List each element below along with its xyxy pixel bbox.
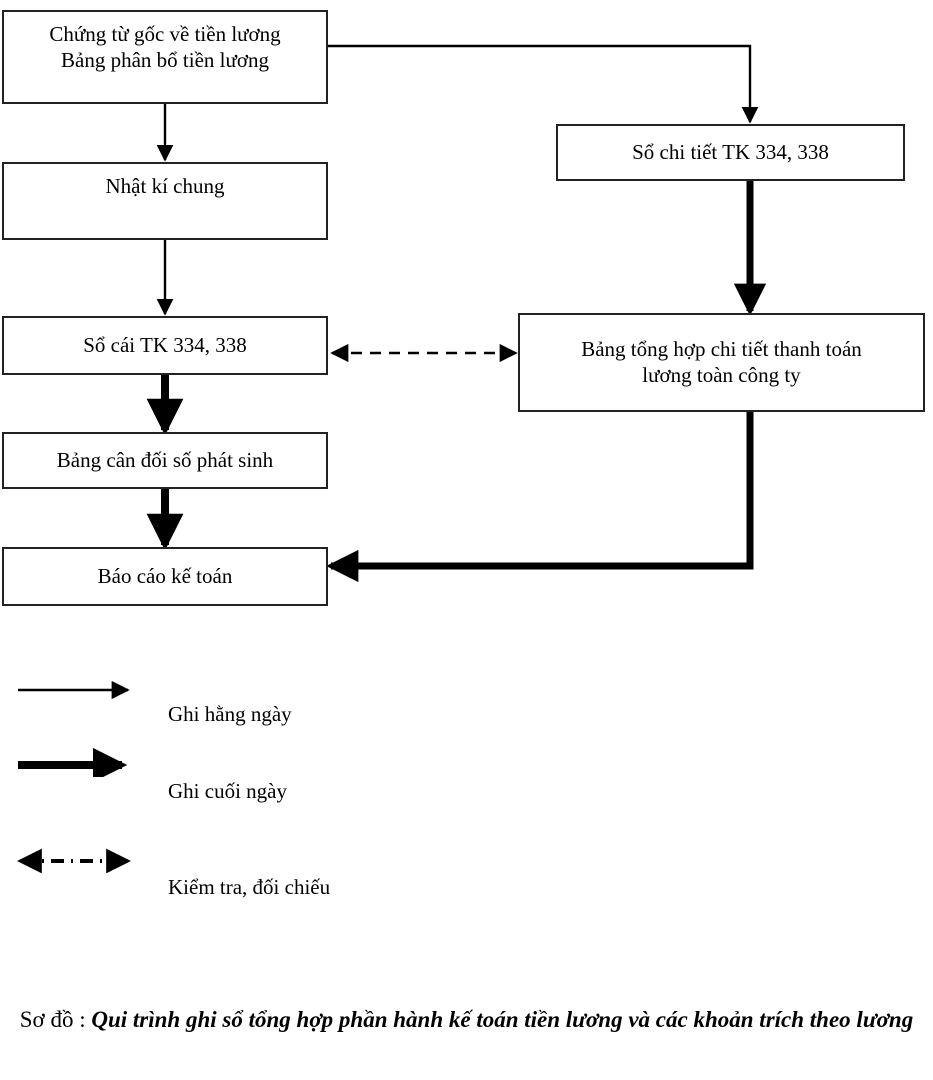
node-so-chi-tiet[interactable]: Sổ chi tiết TK 334, 338 (556, 124, 905, 181)
dash-dot-double-arrow-icon (17, 848, 131, 873)
legend-label: Kiểm tra, đối chiếu (168, 875, 331, 899)
caption-title: Qui trình ghi sổ tổng hợp phần hành kế t… (91, 1007, 914, 1032)
caption-prefix: Sơ đồ : (19, 1007, 92, 1032)
legend-item-daily: Ghi hằng ngày (0, 660, 460, 730)
legend-label: Ghi cuối ngày (168, 779, 287, 803)
node-label: Sổ chi tiết TK 334, 338 (632, 139, 829, 164)
diagram-caption: Sơ đồ : Qui trình ghi sổ tổng hợp phần h… (0, 1000, 933, 1040)
thick-arrow-icon (18, 747, 128, 777)
legend-label: Ghi hằng ngày (168, 702, 292, 726)
node-bao-cao-ke-toan[interactable]: Báo cáo kế toán (2, 547, 328, 606)
legend-item-check: Kiểm tra, đối chiếu (0, 833, 460, 903)
node-label: Báo cáo kế toán (97, 563, 233, 588)
thin-arrow-icon (18, 680, 130, 700)
node-label: Sổ cái TK 334, 338 (83, 332, 247, 357)
node-label: Nhật kí chung (105, 174, 225, 198)
legend: Ghi hằng ngày Ghi cuối ngày K (0, 650, 500, 910)
node-bang-can-doi[interactable]: Bảng cân đối số phát sinh (2, 432, 328, 489)
node-label: Bảng cân đối số phát sinh (56, 447, 274, 472)
legend-item-end-of-day: Ghi cuối ngày (0, 737, 460, 807)
node-nhat-ki-chung[interactable]: Nhật kí chung (2, 162, 328, 240)
edge-summary-to-report (326, 412, 754, 583)
edge-source-to-detail (328, 44, 759, 124)
node-so-cai[interactable]: Sổ cái TK 334, 338 (2, 316, 328, 375)
